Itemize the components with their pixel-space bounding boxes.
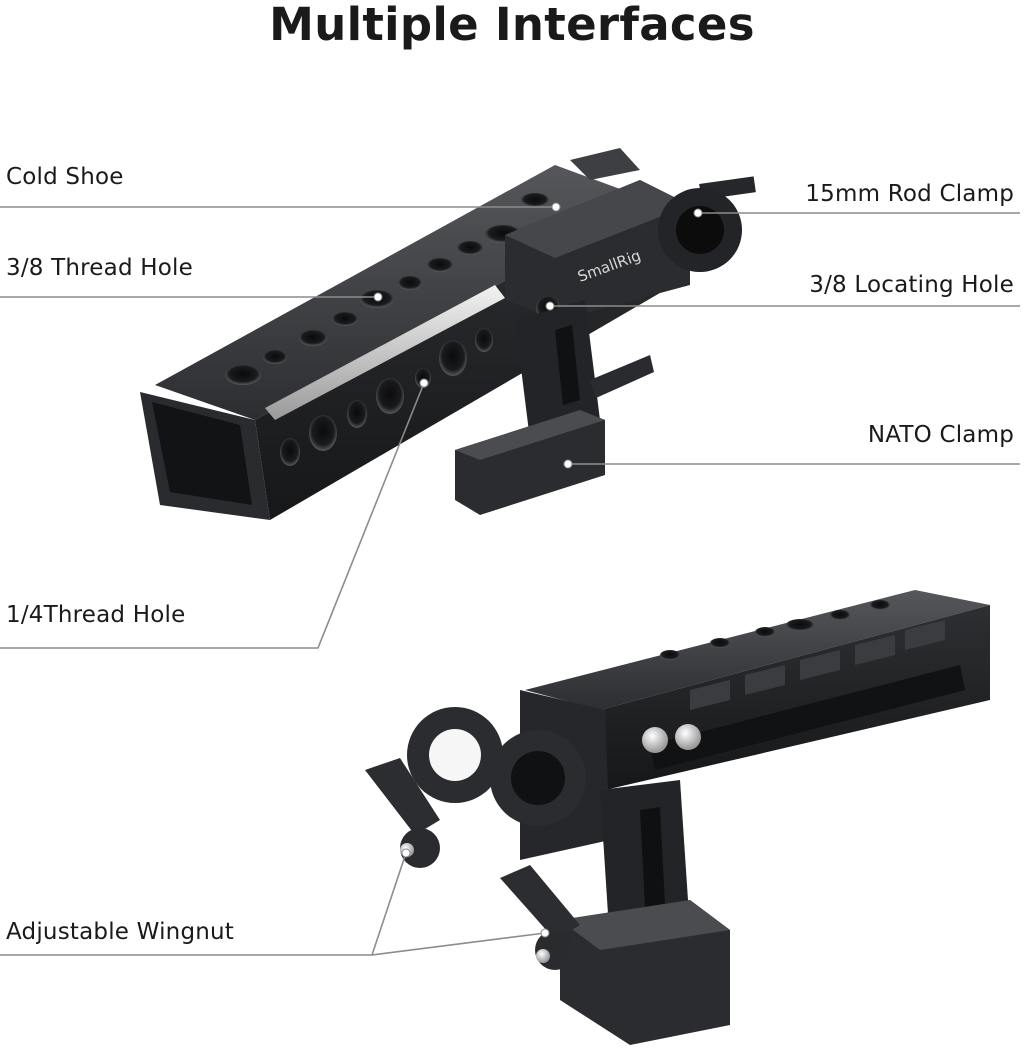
bottom-handle-product: [365, 590, 990, 1045]
dot-wingnut-lower: [540, 928, 550, 938]
dot-wingnut-upper: [401, 848, 411, 858]
dot-thread-38: [373, 292, 383, 302]
leader-thread-14: [0, 382, 425, 649]
dot-locating-hole: [545, 301, 555, 311]
leader-wingnut-lower: [371, 932, 546, 956]
callout-thread-38: 3/8 Thread Hole: [6, 255, 193, 281]
callout-thread-14: 1/4Thread Hole: [6, 602, 186, 628]
leader-lines: [0, 206, 1020, 956]
page-title: Multiple Interfaces: [269, 0, 755, 51]
callout-locating-hole: 3/8 Locating Hole: [809, 272, 1014, 298]
dot-cold-shoe: [551, 202, 561, 212]
dot-nato-clamp: [563, 459, 573, 469]
callout-nato-clamp: NATO Clamp: [867, 422, 1014, 448]
dot-thread-14: [419, 378, 429, 388]
dot-rod-clamp: [693, 208, 703, 218]
callout-cold-shoe: Cold Shoe: [6, 164, 124, 190]
callout-wingnut: Adjustable Wingnut: [6, 919, 235, 945]
top-handle-product: SmallRig: [140, 148, 756, 520]
callout-rod-clamp: 15mm Rod Clamp: [805, 181, 1014, 207]
